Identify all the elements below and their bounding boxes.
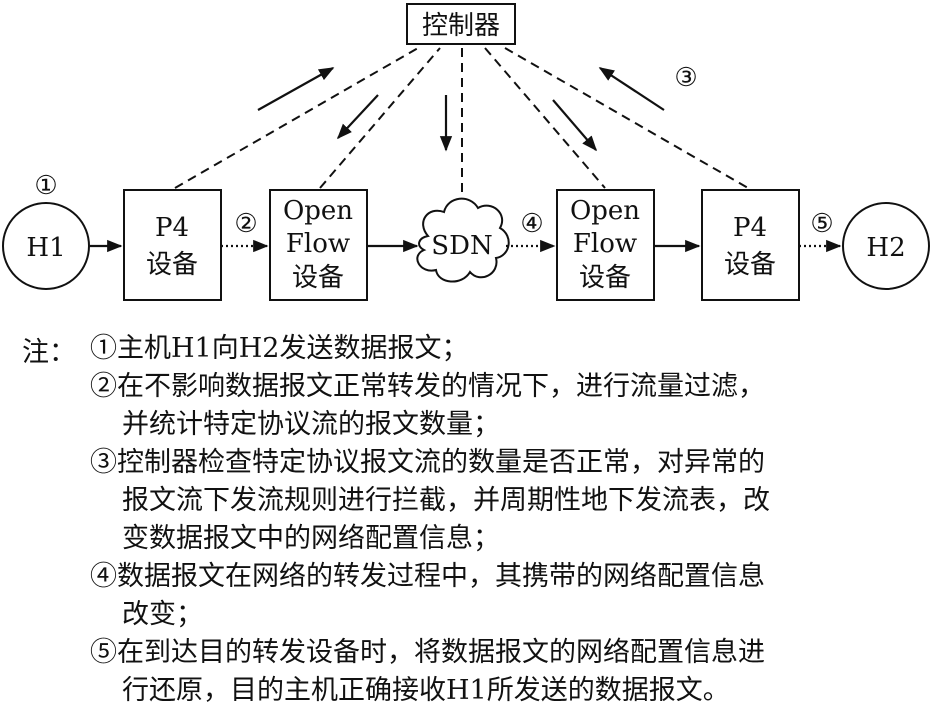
step-marker-5: ⑤ <box>810 209 833 239</box>
note-item-4: ④数据报文在网络的转发过程中，其携带的网络配置信息 改变； <box>90 558 920 634</box>
arrow-down-to-openflow-left <box>336 94 379 140</box>
network-diagram: 控制器 H1 P4 设备 Open Flow 设备 SDN Open Flow … <box>2 3 930 301</box>
control-link-p4-right <box>504 47 749 189</box>
p4-device-left-node: P4 设备 <box>123 189 222 301</box>
host-h2-node: H2 <box>842 202 930 290</box>
p4-device-right-line1: P4 <box>733 213 767 243</box>
control-arrows <box>257 67 665 152</box>
note-line: 行还原，目的主机正确接收H1所发送的数据报文。 <box>122 675 730 706</box>
p4-device-left-line1: P4 <box>155 213 189 243</box>
openflow-device-right-line2: Flow <box>573 229 637 259</box>
openflow-device-right-line1: Open <box>570 196 640 226</box>
openflow-device-left-node: Open Flow 设备 <box>269 189 368 301</box>
step-marker-2: ② <box>234 209 257 239</box>
p4-device-left-line2: 设备 <box>146 250 198 280</box>
openflow-device-right-node: Open Flow 设备 <box>556 189 655 301</box>
step-markers: ① ② ③ ④ ⑤ <box>34 63 833 239</box>
note-line: ④数据报文在网络的转发过程中，其携带的网络配置信息 <box>90 561 765 592</box>
arrow-up-from-p4-right <box>598 67 665 111</box>
control-link-p4-left <box>174 47 419 189</box>
host-h2-label: H2 <box>866 233 905 263</box>
step-marker-4: ④ <box>520 209 543 239</box>
p4-device-right-node: P4 设备 <box>701 189 800 301</box>
host-h1-node: H1 <box>2 202 90 290</box>
note-line: ③控制器检查特定协议报文流的数量是否正常，对异常的 <box>90 447 765 478</box>
note-item-2: ②在不影响数据报文正常转发的情况下，进行流量过滤， 并统计特定协议流的报文数量； <box>90 368 920 444</box>
control-links <box>174 47 749 200</box>
sdn-cloud-node: SDN <box>416 197 510 283</box>
controller-label: 控制器 <box>422 11 500 41</box>
openflow-device-left-line3: 设备 <box>292 263 344 293</box>
note-line: ①主机H1向H2发送数据报文； <box>90 333 469 364</box>
sdn-label: SDN <box>431 231 492 261</box>
note-line: ⑤在到达目的转发设备时，将数据报文的网络配置信息进 <box>90 637 765 668</box>
note-line: 改变； <box>122 599 203 630</box>
notes-section: 注： ①主机H1向H2发送数据报文； ②在不影响数据报文正常转发的情况下，进行流… <box>0 322 934 706</box>
note-item-1: ①主机H1向H2发送数据报文； <box>90 330 920 368</box>
step-marker-3: ③ <box>674 63 697 93</box>
control-link-openflow-right <box>484 47 606 189</box>
arrow-up-to-controller <box>257 67 335 111</box>
note-item-5: ⑤在到达目的转发设备时，将数据报文的网络配置信息进 行还原，目的主机正确接收H1… <box>90 634 920 710</box>
host-h1-label: H1 <box>26 233 65 263</box>
controller-node: 控制器 <box>406 3 516 45</box>
note-line: ②在不影响数据报文正常转发的情况下，进行流量过滤， <box>90 371 765 402</box>
note-item-3: ③控制器检查特定协议报文流的数量是否正常，对异常的 报文流下发流规则进行拦截，并… <box>90 444 920 558</box>
openflow-device-right-line3: 设备 <box>579 263 631 293</box>
control-link-openflow-left <box>319 47 441 189</box>
arrow-down-to-openflow-right <box>552 99 598 152</box>
openflow-device-left-line1: Open <box>283 196 353 226</box>
p4-device-right-line2: 设备 <box>724 250 776 280</box>
note-line: 并统计特定协议流的报文数量； <box>122 409 500 440</box>
openflow-device-left-line2: Flow <box>286 229 350 259</box>
note-line: 变数据报文中的网络配置信息； <box>122 523 500 554</box>
note-line: 报文流下发流规则进行拦截，并周期性地下发流表，改 <box>122 485 770 516</box>
notes-label: 注： <box>22 337 76 368</box>
step-marker-1: ① <box>34 171 57 201</box>
